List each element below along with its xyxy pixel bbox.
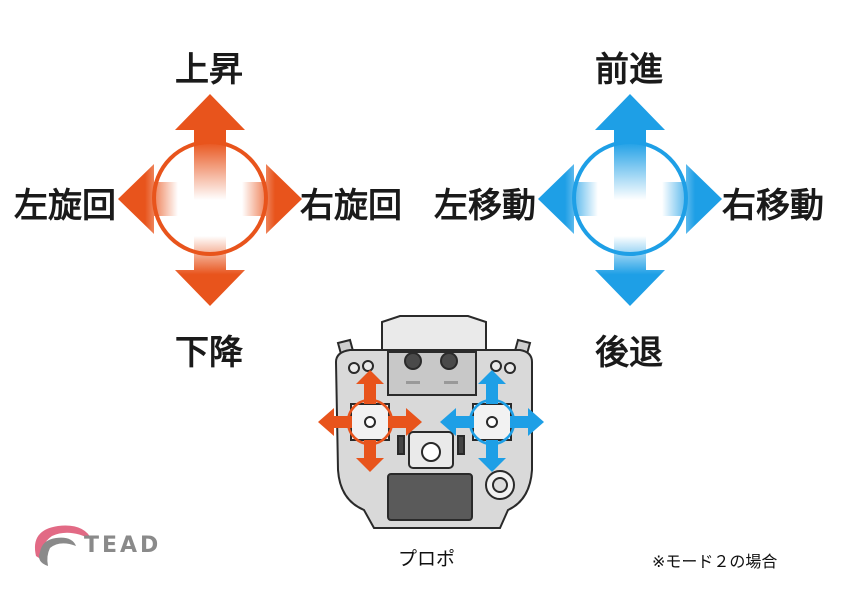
transmitter-right-cross [440,370,544,472]
arrow-down-icon [175,236,245,306]
label-ascend: 上昇 [175,50,243,90]
arrow-down-icon [595,236,665,306]
left-stick-cross [118,94,302,306]
arrow-up-icon [595,94,665,200]
transmitter-left-cross [318,370,422,472]
tead-logo-text: TEAD [84,533,162,558]
right-stick-cross [538,94,722,306]
arrow-up-icon [175,94,245,200]
label-rotate-left: 左旋回 [14,186,116,226]
label-forward: 前進 [595,50,663,90]
stick-circle [572,140,688,256]
tead-logo-mark-icon [34,525,92,566]
arrow-left-icon [538,164,598,234]
label-move-left: 左移動 [434,186,536,226]
transmitter-caption: プロポ [398,548,456,570]
arrow-right-icon [662,164,722,234]
label-backward: 後退 [595,333,663,373]
arrow-left-icon [118,164,178,234]
label-rotate-right: 右旋回 [300,186,402,226]
label-move-right: 右移動 [722,186,824,226]
mode-note: ※モード２の場合 [652,552,778,571]
arrow-right-icon [242,164,302,234]
transmitter-illustration [334,315,533,529]
label-descend: 下降 [175,333,243,373]
stick-circle [152,140,268,256]
